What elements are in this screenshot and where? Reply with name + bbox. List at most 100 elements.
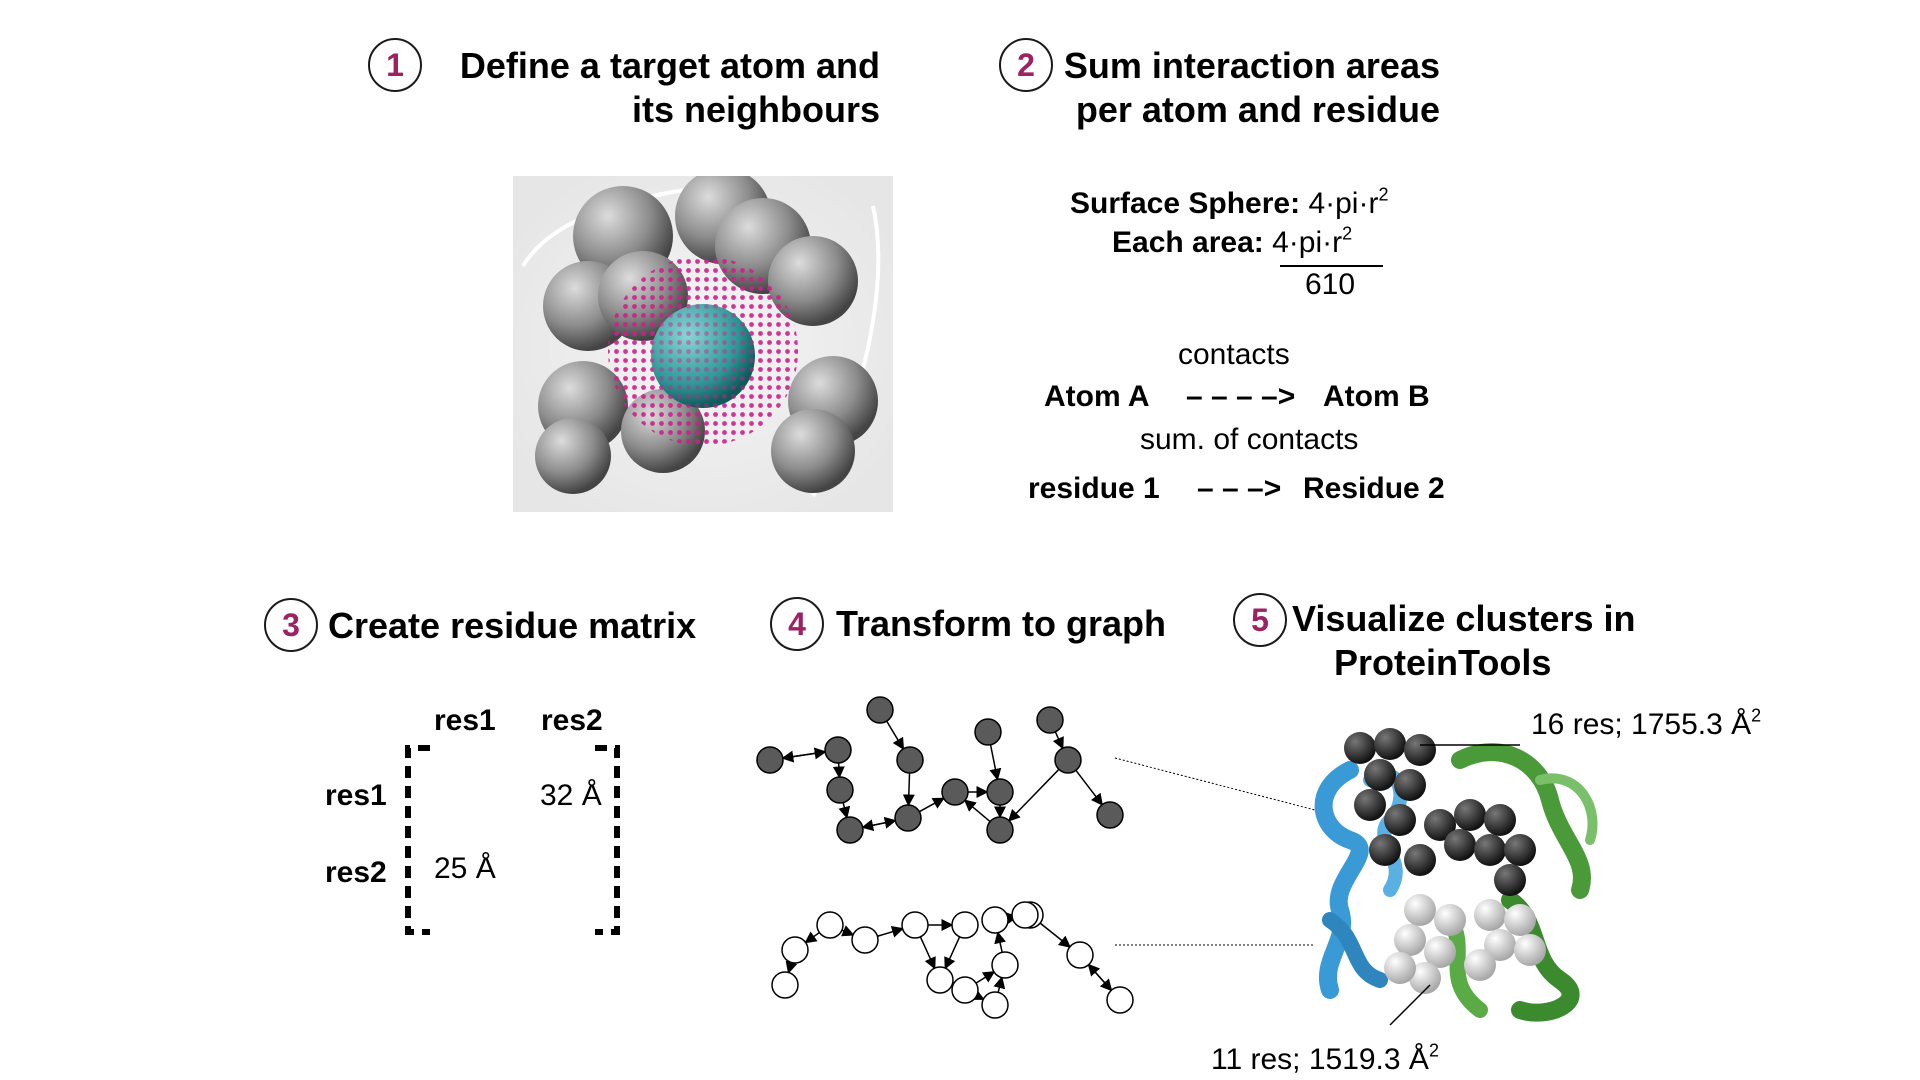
top-cluster-label: 16 res; 1755.3 Å2 bbox=[1531, 705, 1762, 742]
light-cluster-spheres bbox=[1384, 894, 1546, 994]
graph-edge bbox=[994, 931, 1006, 953]
graph-edge bbox=[1087, 963, 1112, 991]
matrix-cell: 25 Å bbox=[434, 852, 496, 885]
target-atom-illustration bbox=[513, 176, 893, 512]
target-atom-dots bbox=[651, 304, 755, 408]
step-2-title-line1: Sum interaction areas bbox=[1063, 45, 1440, 86]
surface-sphere-formula: Surface Sphere: 4·pi·r2 bbox=[1070, 184, 1389, 221]
right-bracket bbox=[595, 745, 620, 935]
graph-node bbox=[1054, 746, 1082, 774]
step-5-number: 5 bbox=[1233, 593, 1287, 647]
connector-line bbox=[1114, 757, 1316, 811]
matrix-row-header: res1 bbox=[325, 779, 387, 812]
graph-node bbox=[1036, 706, 1064, 734]
step-1-title: Define a target atom and its neighbours bbox=[430, 44, 880, 132]
graph-edge bbox=[804, 931, 820, 944]
graph-node bbox=[1066, 941, 1094, 969]
graph-node bbox=[926, 966, 954, 994]
step-3-number: 3 bbox=[264, 598, 318, 652]
step-5-title-line2: ProteinTools bbox=[1334, 642, 1552, 683]
graph-edge bbox=[975, 971, 996, 984]
step-1-title-line2: its neighbours bbox=[631, 89, 880, 130]
graph-node bbox=[894, 804, 922, 832]
graph-edge bbox=[781, 750, 826, 763]
surface-sphere-value: 4·pi·r bbox=[1308, 187, 1379, 220]
graph-node bbox=[836, 816, 864, 844]
graph-node bbox=[1096, 801, 1124, 829]
each-area-denominator: 610 bbox=[1305, 268, 1356, 301]
contacts-label: contacts bbox=[1178, 338, 1290, 371]
residue-2-label: Residue 2 bbox=[1303, 472, 1445, 505]
graph-node bbox=[974, 718, 1002, 746]
graph-edge bbox=[785, 960, 798, 974]
graph-node bbox=[756, 746, 784, 774]
atom-b-label: Atom B bbox=[1323, 380, 1430, 413]
graph-edge bbox=[963, 799, 991, 823]
exponent: 2 bbox=[1751, 705, 1762, 726]
bottom-cluster-pointer bbox=[1389, 984, 1431, 1026]
graph-edge bbox=[902, 772, 915, 807]
graph-node bbox=[941, 778, 969, 806]
residue-graphs bbox=[756, 696, 1134, 1019]
sum-of-contacts-label: sum. of contacts bbox=[1140, 423, 1359, 456]
step-5-title: Visualize clusters in ProteinTools bbox=[1292, 597, 1642, 685]
matrix-cell: 32 Å bbox=[540, 779, 602, 812]
graph-node bbox=[986, 816, 1014, 844]
surface-sphere-label: Surface Sphere: bbox=[1070, 187, 1301, 220]
graph-node bbox=[781, 936, 809, 964]
step-3-title: Create residue matrix bbox=[328, 605, 697, 646]
light-cluster-graph bbox=[771, 901, 1134, 1019]
bottom-cluster-label: 11 res; 1519.3 Å2 bbox=[1211, 1040, 1439, 1077]
graph-edge bbox=[877, 926, 904, 938]
exponent: 2 bbox=[1378, 184, 1389, 205]
exponent: 2 bbox=[1428, 1040, 1439, 1061]
matrix-col-header: res1 bbox=[434, 704, 496, 737]
graph-node bbox=[1106, 986, 1134, 1014]
residue-arrow: – – –> bbox=[1197, 472, 1282, 505]
graph-edge bbox=[1052, 731, 1064, 750]
graph-edge bbox=[919, 936, 936, 970]
graph-node bbox=[816, 911, 844, 939]
atom-a-label: Atom A bbox=[1044, 380, 1150, 413]
step-2-title-line2: per atom and residue bbox=[1075, 89, 1440, 130]
step-2-number: 2 bbox=[999, 38, 1053, 92]
graph-edge bbox=[832, 762, 845, 779]
graph-node bbox=[951, 911, 979, 939]
step-4-title: Transform to graph bbox=[836, 603, 1167, 644]
graph-edge bbox=[886, 720, 905, 751]
each-area-numerator: 4·pi·r bbox=[1272, 226, 1343, 259]
each-area-label: Each area: bbox=[1112, 226, 1264, 259]
step-1-number: 1 bbox=[368, 38, 422, 92]
graph-node bbox=[1011, 901, 1039, 929]
cluster-connector-lines bbox=[1114, 757, 1316, 946]
top-cluster-text: 16 res; 1755.3 Å bbox=[1531, 708, 1752, 741]
graph-edge bbox=[838, 802, 851, 819]
matrix-col-header: res2 bbox=[541, 704, 603, 737]
step-2-title: Sum interaction areas per atom and resid… bbox=[1060, 44, 1440, 132]
graph-node bbox=[771, 971, 799, 999]
step-5-title-line1: Visualize clusters in bbox=[1292, 598, 1636, 639]
graph-edge bbox=[841, 925, 855, 937]
graph-edge bbox=[861, 819, 896, 832]
residue-1-label: residue 1 bbox=[1028, 472, 1160, 505]
atom-arrow: – – – –> bbox=[1186, 380, 1296, 413]
each-area-formula: Each area: 4·pi·r2 bbox=[1112, 224, 1352, 260]
graph-edge bbox=[989, 744, 1002, 781]
graph-edge bbox=[944, 936, 961, 970]
graph-edge bbox=[919, 797, 945, 813]
graph-node bbox=[866, 696, 894, 724]
graph-node bbox=[826, 776, 854, 804]
step-4-number: 4 bbox=[770, 597, 824, 651]
graph-edge bbox=[1008, 768, 1060, 822]
dark-cluster-graph bbox=[756, 696, 1124, 844]
bottom-cluster-text: 11 res; 1519.3 Å bbox=[1211, 1043, 1429, 1076]
protein-cluster-illustration bbox=[1314, 728, 1598, 1026]
graph-node bbox=[824, 736, 852, 764]
graph-node bbox=[901, 911, 929, 939]
fraction-bar bbox=[1280, 265, 1383, 267]
graph-node bbox=[991, 951, 1019, 979]
dark-cluster-spheres bbox=[1344, 728, 1536, 896]
left-bracket bbox=[405, 745, 430, 935]
graph-node bbox=[986, 778, 1014, 806]
graph-edge bbox=[1039, 922, 1072, 948]
